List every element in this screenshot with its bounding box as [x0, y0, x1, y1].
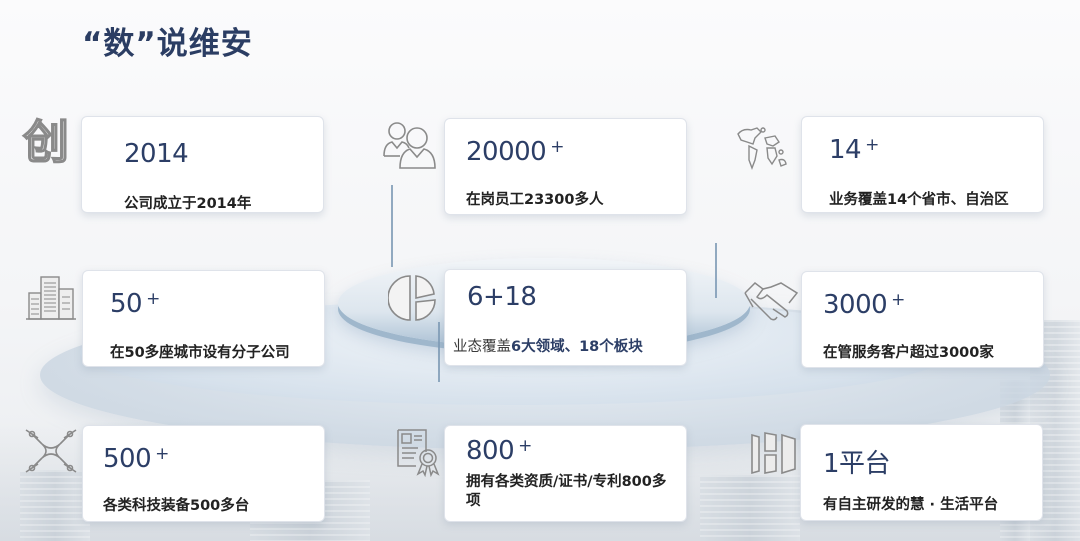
stat-card-employees: 20000+ 在岗员工23300多人 — [444, 118, 687, 215]
handshake-icon — [743, 277, 799, 329]
stat-card-coverage: 14+ 业务覆盖14个省市、自治区 — [801, 116, 1044, 213]
stat-description: 拥有各类资质/证书/专利800多项 — [466, 474, 667, 509]
skyline-tower — [700, 475, 800, 541]
stat-card-platform: 1平台 有自主研发的慧 · 生活平台 — [800, 424, 1043, 521]
buildings-icon — [26, 270, 76, 322]
people-icon — [380, 118, 440, 170]
stat-description: 在管服务客户超过3000家 — [823, 345, 994, 361]
stat-card-cities: 50+ 在50多座城市设有分子公司 — [82, 270, 325, 367]
skyline-tower — [20, 470, 90, 541]
pie-chart-icon — [388, 272, 440, 324]
stat-description: 在岗员工23300多人 — [466, 192, 604, 208]
stat-card-equipment: 500+ 各类科技装备500多台 — [82, 425, 325, 522]
stat-description: 公司成立于2014年 — [124, 196, 252, 212]
stat-value: 14+ — [829, 135, 879, 165]
stat-card-sectors: 6+18 业态覆盖6大领域、18个板块 — [444, 269, 687, 366]
drone-icon — [24, 425, 78, 477]
certificate-icon — [394, 425, 444, 477]
world-map-icon — [735, 120, 790, 172]
connector-line — [715, 243, 717, 298]
stat-description: 业务覆盖14个省市、自治区 — [829, 192, 1009, 208]
stat-value: 800+ — [466, 436, 532, 466]
stat-value: 2014 — [124, 139, 189, 169]
connector-line — [438, 322, 440, 382]
page-title: “数”说维安 — [82, 26, 253, 62]
stat-value: 20000+ — [466, 137, 564, 167]
stat-value: 50+ — [110, 289, 160, 319]
connector-line — [391, 185, 393, 267]
stat-value: 6+18 — [467, 282, 537, 312]
stat-card-founded: 2014 公司成立于2014年 — [81, 116, 324, 213]
stat-value: 1平台 — [823, 449, 891, 479]
stat-value: 500+ — [103, 444, 169, 474]
stat-card-certificates: 800+ 拥有各类资质/证书/专利800多项 — [444, 425, 687, 522]
stat-description: 业态覆盖6大领域、18个板块 — [453, 339, 643, 355]
platform-panels-icon — [749, 428, 799, 480]
stat-description: 在50多座城市设有分子公司 — [110, 345, 290, 361]
stat-value: 3000+ — [823, 290, 905, 320]
stat-description: 有自主研发的慧 · 生活平台 — [823, 497, 999, 513]
stat-card-clients: 3000+ 在管服务客户超过3000家 — [801, 271, 1044, 368]
stat-description: 各类科技装备500多台 — [103, 498, 250, 514]
chuang-character-icon: 创 — [22, 115, 70, 169]
